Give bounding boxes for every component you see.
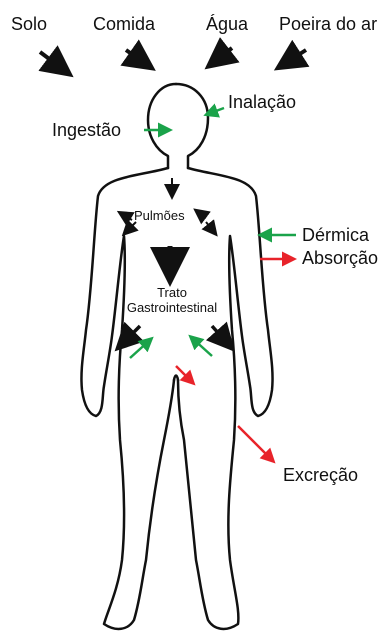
source-label-poeira: Poeira do ar <box>279 14 377 35</box>
internal-arrows <box>122 178 214 232</box>
arrow-comida <box>126 50 146 64</box>
body-right-side <box>178 168 273 629</box>
crotch <box>174 376 178 381</box>
organ-label-gi-tract: Trato Gastrointestinal <box>114 285 230 315</box>
route-label-absorption: Absorção <box>302 248 378 269</box>
arrow-solo <box>40 52 64 70</box>
arrow-inhalation <box>208 108 224 114</box>
source-label-agua: Água <box>206 14 248 35</box>
organ-label-gi-line2: Gastrointestinal <box>114 300 230 315</box>
route-label-dermal: Dérmica <box>302 225 369 246</box>
route-label-ingestion: Ingestão <box>52 120 121 141</box>
arrow-gi-entry-right <box>192 338 212 356</box>
arrow-gi-right <box>212 326 228 344</box>
arrow-agua <box>214 48 232 62</box>
arrow-lungs-left-down <box>126 222 136 232</box>
arrow-lungs-right-up <box>198 212 206 218</box>
route-label-inhalation: Inalação <box>228 92 296 113</box>
arrow-excretion <box>238 426 272 460</box>
body-outline <box>81 84 272 629</box>
arrow-gi-left <box>122 326 140 344</box>
source-arrows <box>40 48 306 70</box>
source-label-solo: Solo <box>11 14 47 35</box>
arrow-poeira <box>284 50 306 64</box>
source-label-comida: Comida <box>93 14 155 35</box>
head-right <box>176 84 208 168</box>
head-left <box>148 84 176 168</box>
organ-label-gi-line1: Trato <box>114 285 230 300</box>
arrow-gi-entry-left <box>130 340 150 358</box>
arrow-lungs-left-up <box>122 214 132 220</box>
arrow-lungs-right-down <box>206 222 214 232</box>
organ-label-lungs: Pulmões <box>134 208 185 223</box>
route-label-excretion: Excreção <box>283 465 358 486</box>
body-left-side <box>81 168 174 629</box>
